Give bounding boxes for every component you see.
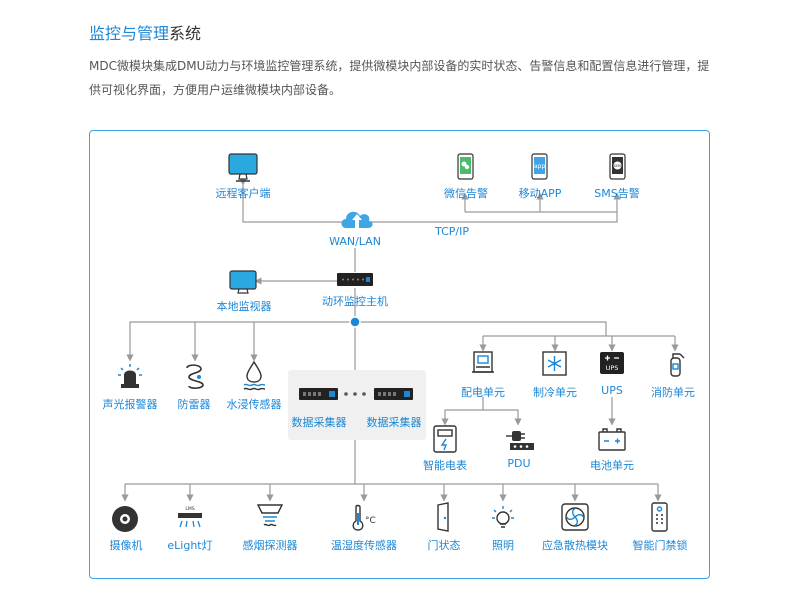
sms-icon-text: SMS	[614, 164, 622, 168]
camera-icon	[112, 506, 138, 532]
cloud-icon	[341, 211, 373, 228]
battery-icon	[598, 428, 626, 451]
title-highlight: 监控与管理	[89, 24, 170, 43]
app-phone-icon: app	[531, 153, 548, 180]
label-lightning: 防雷器	[177, 398, 211, 411]
ellipsis-dots	[344, 392, 366, 396]
label-temp-humidity: 温湿度传感器	[331, 539, 397, 552]
power-unit-icon	[472, 351, 494, 373]
host-switch-icon	[337, 273, 373, 286]
label-local-monitor: 本地监视器	[216, 300, 272, 313]
thermometer-icon: °C	[352, 504, 376, 531]
label-sms-alarm: SMS告警	[594, 187, 640, 200]
smart-lock-icon	[651, 502, 668, 532]
fire-extinguisher-icon	[670, 353, 685, 377]
smoke-detector-icon	[256, 504, 284, 527]
cooling-unit-icon	[542, 351, 567, 376]
ups-icon: UPS	[600, 352, 624, 374]
fan-module-icon	[561, 503, 589, 531]
label-smart-meter: 智能电表	[423, 459, 467, 472]
bulb-icon	[492, 506, 514, 528]
label-remote-client: 远程客户端	[215, 187, 271, 200]
page-description: MDC微模块集成DMU动力与环境监控管理系统，提供微模块内部设备的实时状态、告警…	[89, 59, 710, 97]
label-collector-2: 数据采集器	[366, 416, 422, 429]
wechat-phone-icon	[457, 153, 474, 180]
water-drop-icon	[243, 360, 266, 391]
label-power-unit: 配电单元	[461, 386, 505, 399]
sms-phone-icon: SMS	[609, 153, 626, 180]
app-icon-text: app	[534, 163, 545, 170]
svg-text:°C: °C	[365, 516, 376, 526]
label-pdu: PDU	[507, 457, 531, 470]
label-host: 动环监控主机	[322, 295, 388, 308]
label-collector-1: 数据采集器	[291, 416, 347, 429]
local-monitor-icon	[229, 270, 257, 294]
label-emergency-fan: 应急散热模块	[542, 539, 608, 552]
label-fire-unit: 消防单元	[651, 386, 695, 399]
smart-meter-icon	[433, 425, 457, 453]
label-smart-lock: 智能门禁锁	[632, 539, 688, 552]
label-sound-light-alarm: 声光报警器	[102, 398, 158, 411]
label-ups: UPS	[601, 384, 623, 397]
ups-icon-text: UPS	[606, 364, 619, 372]
label-elight: eLight灯	[167, 539, 213, 552]
pdu-icon	[506, 431, 534, 450]
elight-icon-text: LMS	[185, 506, 194, 512]
connection-lines	[121, 178, 679, 502]
elight-icon: LMS	[178, 506, 202, 528]
label-camera: 摄像机	[109, 539, 143, 552]
label-door-status: 门状态	[427, 539, 461, 552]
label-mobile-app: 移动APP	[518, 187, 562, 200]
label-battery-unit: 电池单元	[590, 459, 634, 472]
label-cooling-unit: 制冷单元	[533, 386, 577, 399]
monitor-icon	[228, 153, 258, 182]
page-title: 监控与管理系统	[89, 20, 201, 44]
title-rest: 系统	[169, 24, 202, 43]
door-icon	[437, 502, 449, 532]
label-water-sensor: 水浸传感器	[226, 398, 282, 411]
label-wan-lan: WAN/LAN	[329, 235, 381, 248]
collector-2-icon	[374, 388, 413, 400]
diagram-panel	[89, 130, 710, 579]
lightning-arrester-icon	[186, 364, 204, 389]
collector-group-box	[288, 370, 426, 440]
alarm-light-icon	[118, 364, 142, 388]
hub-node	[349, 316, 361, 328]
label-wechat-alarm: 微信告警	[444, 187, 488, 200]
collector-1-icon	[299, 388, 338, 400]
label-lighting: 照明	[492, 539, 514, 552]
label-tcp-ip: TCP/IP	[435, 225, 469, 238]
label-smoke-detector: 感烟探测器	[242, 539, 298, 552]
